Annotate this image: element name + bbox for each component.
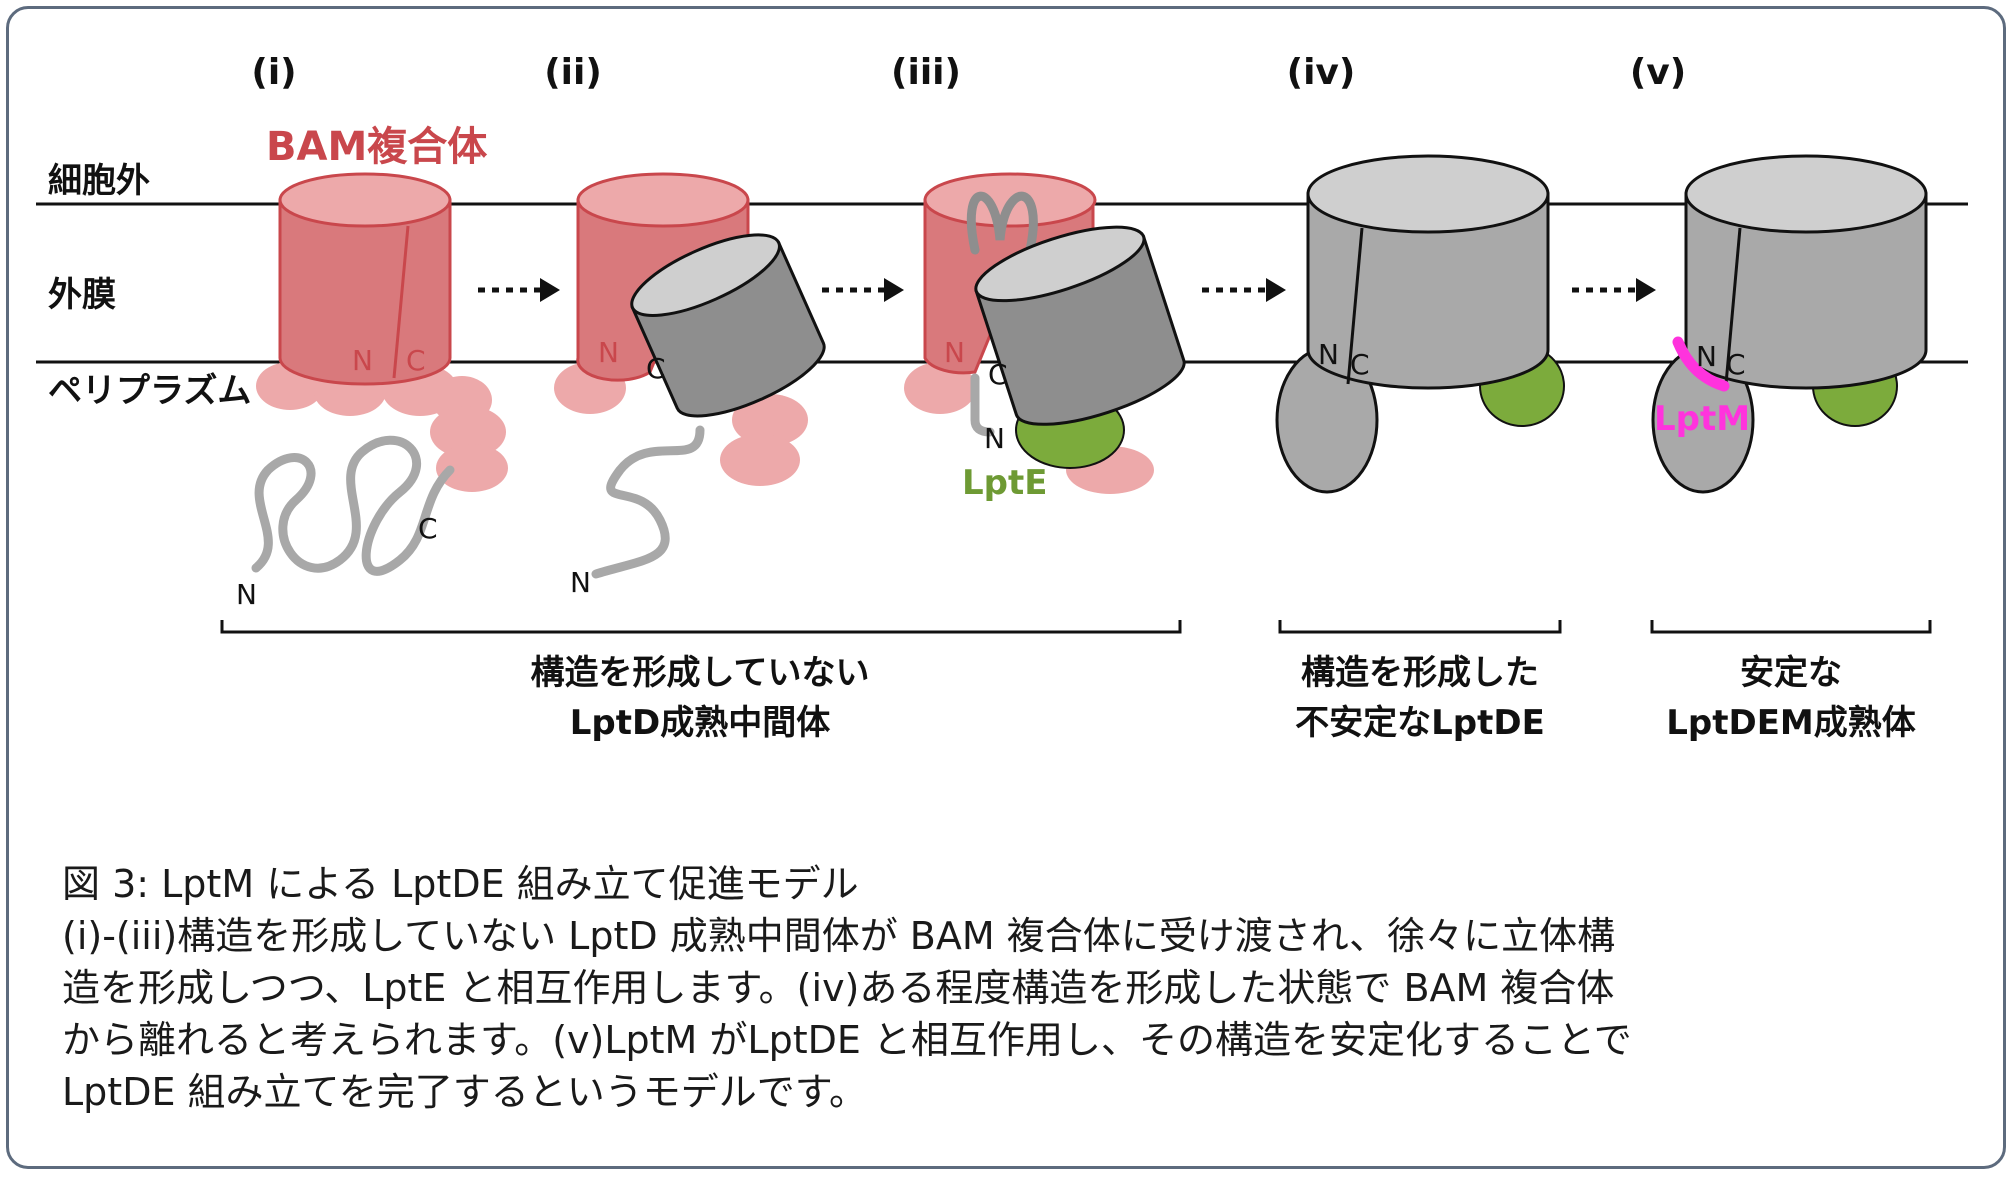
lptd-c-label: C — [646, 352, 666, 385]
lptd-barrel-tilted — [974, 225, 1186, 426]
lptm-label: LptM — [1654, 399, 1750, 439]
bam-complex-label: BAM複合体 — [266, 124, 487, 170]
step-label-ii: (ii) — [544, 52, 602, 93]
group-unfolded-line1: 構造を形成していない — [531, 653, 870, 693]
caption-title: 図 3: LptM による LptDE 組み立て促進モデル — [62, 862, 859, 906]
bam-n-label: N — [352, 344, 373, 377]
step-label-iii: (iii) — [891, 52, 961, 93]
lptd-n-chain — [970, 373, 995, 437]
stage-iv: N C — [1275, 154, 1565, 494]
caption-line: から離れると考えられます。(v)LptM がLptDE と相互作用し、その構造を… — [62, 1018, 1632, 1062]
caption-line: 造を形成しつつ、LptE と相互作用します。(iv)ある程度構造を形成した状態で… — [62, 966, 1615, 1010]
group-unstable-line1: 構造を形成した — [1301, 653, 1539, 693]
group-unstable-line2: 不安定なLptDE — [1295, 703, 1545, 743]
bam-barrel-seam — [392, 225, 410, 379]
caption-line: LptDE 組み立てを完了するというモデルです。 — [62, 1070, 867, 1114]
bam-n-label: N — [598, 336, 619, 369]
arrow-4 — [1572, 278, 1656, 302]
bracket-unfolded — [220, 620, 1182, 634]
step-label-i: (i) — [251, 52, 296, 93]
bam-c-label: C — [406, 344, 426, 377]
chain-n-label-iii: N — [984, 422, 1005, 455]
bracket-stable — [1650, 620, 1932, 634]
lptd-c-label: C — [1726, 348, 1746, 381]
extracellular-label: 細胞外 — [48, 161, 150, 201]
lptd-barrel — [1306, 192, 1550, 390]
stage-i: N C N C — [236, 172, 508, 611]
lptd-n-label: N — [1318, 338, 1339, 371]
lptd-barrel-tilted — [630, 233, 826, 418]
group-stable-line2: LptDEM成熟体 — [1666, 703, 1916, 743]
lptm-chain — [1672, 336, 1730, 392]
bam-barrel-top — [278, 172, 452, 228]
stage-iii: N C N LptE — [904, 172, 1186, 503]
lptd-c-label: C — [1350, 348, 1370, 381]
lptd-n-label: N — [1696, 340, 1717, 373]
lptd-barrel-seam — [1346, 227, 1364, 385]
arrow-2 — [822, 278, 904, 302]
lptd-barrel-seam — [1724, 227, 1742, 385]
chain-n-label-i: N — [236, 578, 257, 611]
bracket-unstable — [1278, 620, 1562, 634]
step-label-v: (v) — [1630, 52, 1686, 93]
figure-caption: 図 3: LptM による LptDE 組み立て促進モデル (i)-(iii)構… — [62, 858, 1962, 1118]
unfolded-lptd-chain — [251, 435, 455, 576]
lptd-c-label: C — [988, 358, 1008, 391]
group-stable-line1: 安定な — [1740, 653, 1842, 693]
stage-v: N C LptM — [1651, 154, 1928, 494]
lptd-n-chain — [591, 425, 705, 579]
stage-ii: N C N — [554, 172, 826, 599]
caption-line: (i)-(iii)構造を形成していない LptD 成熟中間体が BAM 複合体に… — [62, 914, 1616, 958]
chain-n-label-ii: N — [570, 566, 591, 599]
periplasm-label: ペリプラズム — [48, 371, 251, 411]
group-unfolded-line2: LptD成熟中間体 — [570, 703, 830, 743]
lptd-barrel-top — [1306, 154, 1550, 234]
outer-membrane-label: 外膜 — [48, 275, 116, 315]
step-label-iv: (iv) — [1287, 52, 1356, 93]
chain-c-label-i: C — [418, 512, 438, 545]
arrow-3 — [1202, 278, 1286, 302]
bam-n-label: N — [944, 336, 965, 369]
lptd-barrel-top — [1684, 154, 1928, 234]
lpte-label: LptE — [962, 463, 1047, 503]
arrow-1 — [478, 278, 560, 302]
bam-barrel-top — [576, 172, 750, 228]
